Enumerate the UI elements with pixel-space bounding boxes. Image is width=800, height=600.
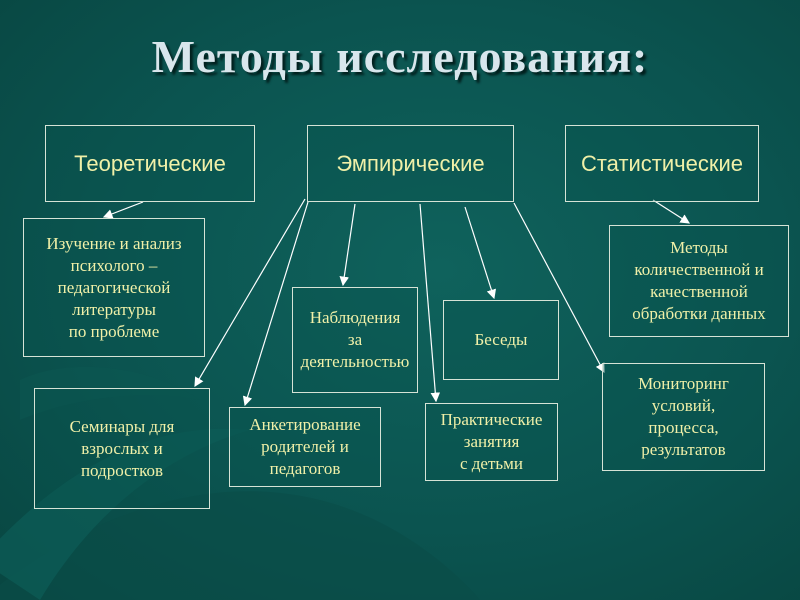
observation-label: Наблюдения за деятельностью xyxy=(300,308,410,371)
literature-study-label: Изучение и анализ психолого – педагогиче… xyxy=(46,233,182,341)
conversations-box: Беседы xyxy=(443,300,559,380)
seminars-box: Семинары для взрослых и подростков xyxy=(34,388,210,509)
data-processing-box: Методы количественной и качественной обр… xyxy=(609,225,789,337)
statistical-methods-box: Статистические xyxy=(565,125,759,202)
data-processing-label: Методы количественной и качественной обр… xyxy=(632,238,766,323)
conversations-label: Беседы xyxy=(474,330,528,349)
theoretical-methods-label: Теоретические xyxy=(74,150,226,176)
monitoring-box: Мониторинг условий, процесса, результато… xyxy=(602,363,765,471)
practical-classes-label: Практические занятия с детьми xyxy=(440,410,543,473)
empirical-methods-box: Эмпирические xyxy=(307,125,514,202)
empirical-methods-label: Эмпирические xyxy=(336,150,485,176)
questionnaire-box: Анкетирование родителей и педагогов xyxy=(229,407,381,487)
statistical-methods-label: Статистические xyxy=(580,150,744,176)
arrow-empirical-to-practical xyxy=(419,203,441,403)
theoretical-methods-box: Теоретические xyxy=(45,125,255,202)
arrow-theoretical-to-literature xyxy=(102,201,144,219)
arrow-empirical-to-seminars xyxy=(194,198,306,388)
practical-classes-box: Практические занятия с детьми xyxy=(425,403,558,481)
seminars-label: Семинары для взрослых и подростков xyxy=(69,416,175,480)
observation-box: Наблюдения за деятельностью xyxy=(292,287,418,393)
slide-title: Методы исследования: xyxy=(151,31,649,82)
monitoring-label: Мониторинг условий, процесса, результато… xyxy=(638,374,729,459)
literature-study-box: Изучение и анализ психолого – педагогиче… xyxy=(23,218,205,357)
questionnaire-label: Анкетирование родителей и педагогов xyxy=(249,415,361,478)
arrow-empirical-to-talks xyxy=(464,206,497,300)
arrow-empirical-to-observation xyxy=(339,203,356,287)
arrow-statistical-to-processing xyxy=(652,199,691,224)
